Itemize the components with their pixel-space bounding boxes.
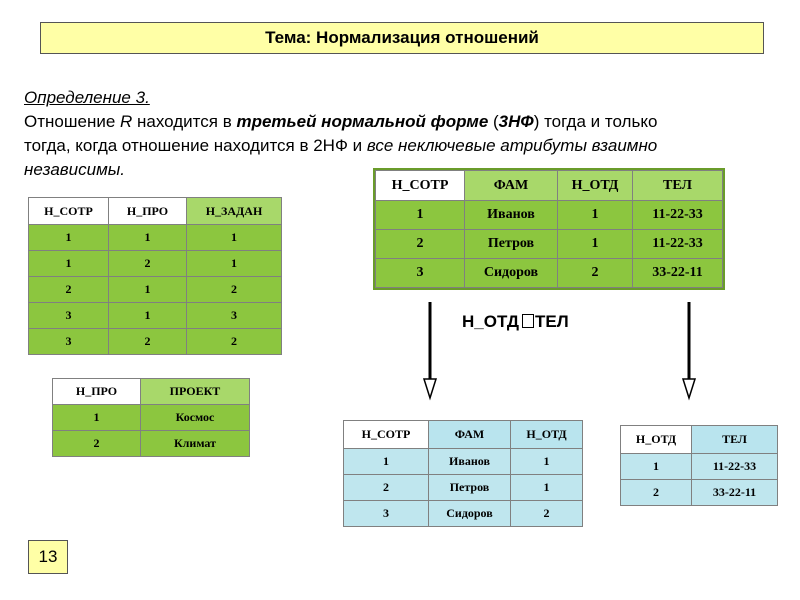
table-cell: 1: [108, 302, 187, 329]
table-cell: 1: [186, 224, 282, 251]
table-cell: 1: [510, 474, 583, 501]
table-row: 1 Иванов 1: [343, 448, 583, 475]
table-cell: 2: [510, 500, 583, 527]
table-cell: 2: [108, 328, 187, 355]
functional-dependency-label: Н_ОТД ТЕЛ: [462, 312, 569, 332]
table-cell: 1: [52, 404, 141, 431]
table-row: 3 Сидоров 2 33-22-11: [375, 258, 723, 288]
column-header: ТЕЛ: [691, 425, 778, 454]
slide-title-text: Тема: Нормализация отношений: [265, 28, 539, 47]
table-cell: Космос: [140, 404, 250, 431]
table-cell: Иванов: [464, 200, 558, 230]
column-header: Н_СОТР: [28, 197, 109, 225]
def-text: (: [488, 112, 499, 131]
table-cell: 2: [186, 328, 282, 355]
table-row: 3 2 2: [28, 328, 282, 355]
table-cell: 3: [375, 258, 465, 288]
def-term: третьей нормальной форме: [236, 112, 489, 131]
dependency-right: ТЕЛ: [535, 312, 569, 331]
column-header: Н_СОТР: [375, 170, 465, 201]
definition-block: Определение 3. Отношение R находится в т…: [24, 86, 774, 182]
table-cell: Климат: [140, 430, 250, 457]
table-cell: Петров: [428, 474, 511, 501]
slide-title: Тема: Нормализация отношений: [40, 22, 764, 54]
definition-line-1: Отношение R находится в третьей нормальн…: [24, 110, 774, 134]
table-cell: 2: [52, 430, 141, 457]
table-cell: 11-22-33: [691, 453, 778, 480]
table-cell: Сидоров: [428, 500, 511, 527]
table-cell: 2: [343, 474, 429, 501]
def-italic-text: все неключевые атрибуты взаимно: [366, 136, 658, 155]
table-cell: Петров: [464, 229, 558, 259]
definition-heading: Определение 3.: [24, 88, 150, 107]
table-cell: 3: [28, 328, 109, 355]
table-header-row: Н_СОТР ФАМ Н_ОТД ТЕЛ: [375, 170, 723, 201]
table-row: 2 Климат: [52, 430, 250, 457]
table-cell: 1: [343, 448, 429, 475]
column-header: Н_ОТД: [620, 425, 692, 454]
table-cell: 1: [557, 229, 633, 259]
table-row: 2 Петров 1: [343, 474, 583, 501]
column-header: Н_ОТД: [557, 170, 633, 201]
table-row: 3 1 3: [28, 302, 282, 329]
table-row: 1 Космос: [52, 404, 250, 431]
table-row: 1 11-22-33: [620, 453, 778, 480]
table-employees-full: Н_СОТР ФАМ Н_ОТД ТЕЛ 1 Иванов 1 11-22-33…: [373, 168, 725, 290]
column-header: ТЕЛ: [632, 170, 723, 201]
slide-number-text: 13: [38, 547, 58, 566]
slide-number: 13: [28, 540, 68, 574]
table-departments-phones: Н_ОТД ТЕЛ 1 11-22-33 2 33-22-11: [620, 425, 778, 506]
table-cell: 2: [28, 276, 109, 303]
table-cell: 33-22-11: [632, 258, 723, 288]
column-header: Н_ОТД: [510, 420, 583, 449]
def-text: тогда, когда отношение находится в 2НФ и: [24, 136, 367, 155]
table-cell: 1: [108, 224, 187, 251]
column-header: ФАМ: [464, 170, 558, 201]
table-row: 1 1 1: [28, 224, 282, 251]
table-cell: 1: [28, 224, 109, 251]
def-text: находится в: [132, 112, 237, 131]
table-cell: 3: [186, 302, 282, 329]
def-text: ) тогда и только: [533, 112, 658, 131]
table-row: 2 1 2: [28, 276, 282, 303]
column-header: Н_ПРО: [52, 378, 141, 405]
table-cell: 2: [186, 276, 282, 303]
column-header: ФАМ: [428, 420, 511, 449]
column-header: Н_ПРО: [108, 197, 187, 225]
table-cell: 2: [557, 258, 633, 288]
table-cell: 1: [620, 453, 692, 480]
table-cell: 1: [186, 250, 282, 277]
dependency-left: Н_ОТД: [462, 312, 520, 331]
table-row: 3 Сидоров 2: [343, 500, 583, 527]
table-cell: 3: [28, 302, 109, 329]
table-header-row: Н_ОТД ТЕЛ: [620, 425, 778, 454]
table-cell: 2: [375, 229, 465, 259]
table-row: 2 Петров 1 11-22-33: [375, 229, 723, 259]
table-row: 2 33-22-11: [620, 479, 778, 506]
table-cell: Иванов: [428, 448, 511, 475]
def-italic-text: независимы.: [24, 160, 125, 179]
table-cell: 11-22-33: [632, 229, 723, 259]
arrow-left-icon: [422, 302, 438, 401]
def-var-r: R: [120, 112, 133, 131]
table-cell: 1: [108, 276, 187, 303]
table-cell: 2: [620, 479, 692, 506]
column-header: Н_СОТР: [343, 420, 429, 449]
def-text: Отношение: [24, 112, 121, 131]
definition-line-2: тогда, когда отношение находится в 2НФ и…: [24, 134, 774, 158]
table-emp-project-task: Н_СОТР Н_ПРО Н_ЗАДАН 1 1 1 1 2 1 2 1 2 3…: [28, 197, 282, 355]
definition-line-3: независимы.: [24, 158, 774, 182]
arrow-right-icon: [681, 302, 697, 401]
missing-glyph-square-icon: [522, 314, 535, 328]
table-cell: 3: [343, 500, 429, 527]
table-projects: Н_ПРО ПРОЕКТ 1 Космос 2 Климат: [52, 378, 250, 457]
table-cell: 33-22-11: [691, 479, 778, 506]
def-abbr: 3НФ: [498, 112, 534, 131]
table-header-row: Н_СОТР ФАМ Н_ОТД: [343, 420, 583, 449]
table-cell: 1: [510, 448, 583, 475]
table-employees-split: Н_СОТР ФАМ Н_ОТД 1 Иванов 1 2 Петров 1 3…: [343, 420, 583, 527]
table-cell: Сидоров: [464, 258, 558, 288]
